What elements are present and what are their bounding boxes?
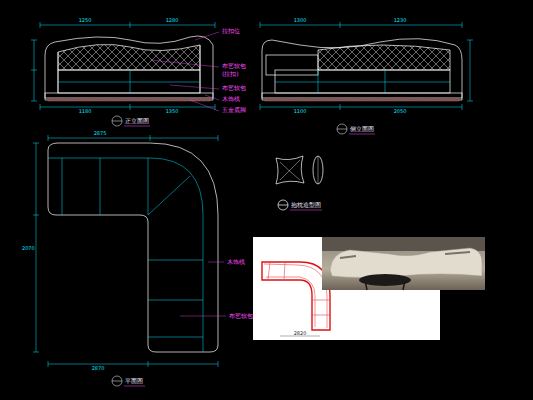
callout-label: (拉扣)	[222, 71, 239, 78]
pillow-drawing	[276, 156, 323, 210]
dimension: 1350	[166, 109, 179, 115]
leader-lines	[150, 32, 219, 111]
dimension: 1300	[294, 18, 307, 24]
reference-inset	[253, 237, 485, 340]
callout-label: 木饰线	[227, 259, 245, 266]
callout-label: 拉扣位	[222, 28, 240, 35]
dimension: 1230	[394, 18, 407, 24]
side-elevation	[262, 39, 462, 101]
dimension-lines	[33, 135, 218, 367]
dimension: 1100	[294, 109, 307, 115]
plan-view	[48, 143, 218, 352]
view-title: 侧立面图	[350, 126, 374, 133]
view-title: 正立面图	[125, 118, 149, 125]
dimension: 1180	[79, 109, 92, 115]
dimension: 2050	[394, 109, 407, 115]
dimension: 2820	[294, 331, 307, 337]
front-elevation	[45, 36, 213, 101]
callout-label: 布艺软包	[222, 85, 246, 92]
dimension: 2870	[92, 366, 105, 372]
dimension: 2070	[22, 246, 35, 252]
callout-label: 五金底脚	[222, 107, 246, 114]
dimension: 2875	[94, 131, 107, 137]
leader-lines	[180, 262, 226, 316]
dimension-lines	[31, 22, 215, 110]
callout-label: 布艺软包	[222, 63, 246, 70]
callout-label: 布艺软包	[229, 313, 253, 320]
callout-label: 木饰线	[222, 96, 240, 103]
dimension: 1250	[79, 18, 92, 24]
view-title: 抱枕造型图	[291, 202, 321, 209]
title-marker	[112, 116, 150, 126]
dimension: 1280	[166, 18, 179, 24]
title-marker	[112, 376, 145, 386]
view-title: 平面图	[125, 378, 143, 385]
dimension-lines	[260, 22, 473, 110]
title-marker	[337, 124, 375, 134]
